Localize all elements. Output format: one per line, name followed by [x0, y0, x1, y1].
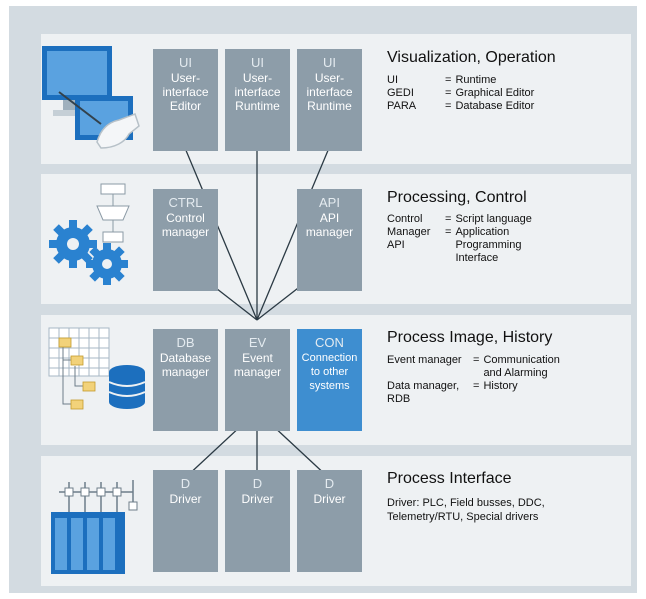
- box-abbreviation: D: [180, 476, 191, 491]
- definition-equals: =: [445, 226, 452, 238]
- definition-term: API: [387, 239, 405, 251]
- definition-equals: =: [445, 100, 452, 112]
- connector-ui-editor: [184, 147, 258, 321]
- definition-description: Application: [455, 226, 510, 238]
- box-abbreviation: D: [252, 476, 263, 491]
- gears-flowchart-icon: [49, 183, 130, 285]
- ui-runtime-box-2: UI User- interface Runtime: [297, 49, 362, 151]
- definition-equals: =: [445, 74, 452, 86]
- box-label: User- interface Editor: [162, 71, 209, 113]
- box-label: Database manager: [159, 351, 212, 379]
- definition-description: Graphical Editor: [455, 87, 535, 99]
- box-abbreviation: CON: [315, 335, 344, 350]
- definition-description: Script language: [455, 213, 532, 225]
- definition-equals: [445, 239, 455, 265]
- definition-term: GEDI: [387, 87, 414, 99]
- box-label: API manager: [305, 211, 354, 239]
- box-label: Event manager: [233, 351, 282, 379]
- box-abbreviation: UI: [251, 55, 264, 70]
- definition-description: Communication and Alarming: [483, 354, 560, 379]
- io-modules-icon: [51, 480, 138, 574]
- definition-term: Event manager: [387, 354, 462, 366]
- layer-title: Processing, Control: [387, 189, 527, 206]
- event-manager-box: EV Event manager: [225, 329, 290, 431]
- workstation-touch-icon: [42, 46, 140, 149]
- box-abbreviation: EV: [248, 335, 267, 350]
- architecture-diagram: UI User- interface Editor UI User- inter…: [9, 6, 637, 593]
- layer-title: Visualization, Operation: [387, 49, 556, 66]
- definition-equals: =: [473, 380, 480, 392]
- definitions-list: Event manager =Communication and Alarming…: [387, 354, 560, 406]
- box-abbreviation: UI: [179, 55, 192, 70]
- definition-equals: =: [445, 213, 452, 225]
- definition-term: Control: [387, 213, 423, 225]
- box-label: User- interface Runtime: [306, 71, 353, 113]
- definition-description: History: [483, 380, 518, 392]
- ui-editor-box: UI User- interface Editor: [153, 49, 218, 151]
- box-label: Driver: [169, 492, 202, 506]
- definition-term: UI: [387, 74, 398, 86]
- box-label: Driver: [313, 492, 346, 506]
- box-abbreviation: DB: [176, 335, 195, 350]
- layer-title: Process Image, History: [387, 329, 553, 346]
- definition-description: Runtime: [455, 74, 497, 86]
- box-label: Connection to other systems: [301, 352, 358, 392]
- box-label: Control manager: [161, 211, 210, 239]
- box-abbreviation: API: [319, 195, 340, 210]
- database-tree-icon: [48, 327, 146, 410]
- layer-description: Driver: PLC, Field busses, DDC, Telemetr…: [387, 497, 545, 523]
- definition-equals: =: [473, 354, 480, 366]
- api-manager-box: API API manager: [297, 189, 362, 291]
- box-label: User- interface Runtime: [234, 71, 281, 113]
- layer-title: Process Interface: [387, 470, 512, 487]
- box-abbreviation: D: [324, 476, 335, 491]
- db-manager-box: DB Database manager: [153, 329, 218, 431]
- definition-description: Programming Interface: [455, 239, 522, 264]
- box-label: Driver: [241, 492, 274, 506]
- driver-box-2: D Driver: [225, 470, 290, 572]
- definition-term: Data manager, RDB: [387, 380, 460, 405]
- driver-box-3: D Driver: [297, 470, 362, 572]
- definition-description: Database Editor: [455, 100, 535, 112]
- definitions-list: Control =Script language Manager =Applicat…: [387, 213, 532, 265]
- box-abbreviation: CTRL: [168, 195, 203, 210]
- connector-ui-runtime-2: [256, 147, 330, 321]
- definition-term: PARA: [387, 100, 417, 112]
- definition-term: Manager: [387, 226, 431, 238]
- ui-runtime-box-1: UI User- interface Runtime: [225, 49, 290, 151]
- connection-box: CON Connection to other systems: [297, 329, 362, 431]
- definition-equals: =: [445, 87, 452, 99]
- ctrl-manager-box: CTRL Control manager: [153, 189, 218, 291]
- box-abbreviation: UI: [323, 55, 336, 70]
- definitions-list: UI=Runtime GEDI=Graphical Editor PARA=Da…: [387, 74, 534, 113]
- driver-box-1: D Driver: [153, 470, 218, 572]
